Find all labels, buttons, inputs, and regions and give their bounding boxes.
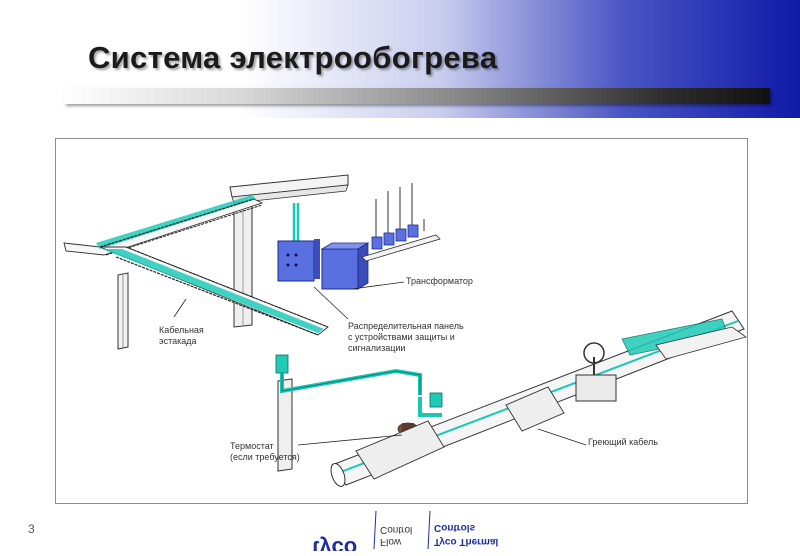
diagram-frame: Трансформатор Кабельная эстакада Распред… [55,138,748,504]
transformer [320,242,370,290]
page-number: 3 [28,522,35,536]
distribution-panel [277,239,320,282]
tyco-logo-image: tyco Flow Control Tyco Thermal Controls [312,510,498,556]
thermostat-label: Термостат (если требуется) [230,441,300,462]
leader-lines [173,281,587,446]
cable-tray-right [99,246,329,336]
tyco-logo: tyco Flow Control Tyco Thermal Controls [308,506,538,556]
panel-cables [292,203,300,243]
heating-cable-label: Греющий кабель [588,437,658,447]
junction-boxes [361,183,441,262]
valve [575,318,747,402]
overhead-beam [229,174,349,204]
transformer-label: Трансформатор [406,276,473,286]
feed-cable [275,354,443,417]
svg-text:Control: Control [380,524,412,535]
svg-text:Tyco Thermal: Tyco Thermal [434,536,498,547]
lower-column [277,378,293,472]
svg-text:Controls: Controls [434,522,476,533]
title-underline-bar [64,88,770,104]
distribution-panel-label: Распределительная панель с устройствами … [348,321,464,353]
slide-title: Система электрообогрева [88,40,498,75]
heating-system-illustration [63,174,747,487]
left-support-post [117,272,129,350]
cable-tray-left [63,195,264,256]
svg-text:tyco: tyco [312,536,357,551]
cable-rack-label: Кабельная эстакада [159,325,204,346]
svg-text:Flow: Flow [380,536,402,547]
